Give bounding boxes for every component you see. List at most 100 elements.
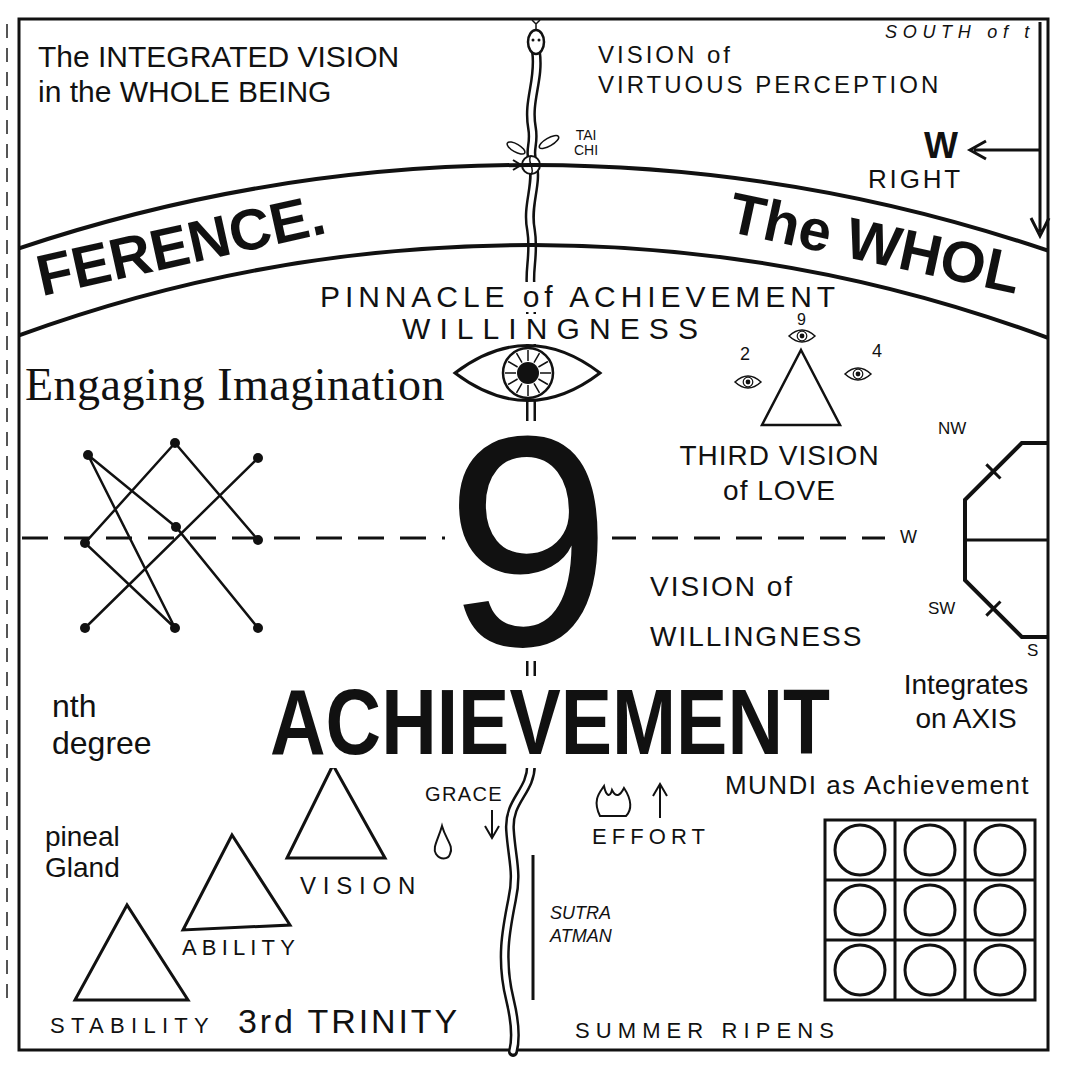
knight-dot <box>170 438 180 448</box>
annotation-label: 3rd TRINITY <box>238 1004 460 1038</box>
octagon-outline <box>965 443 1048 637</box>
annotation-label: 9 <box>445 421 612 661</box>
annotation-label: VISION of VIRTUOUS PERCEPTION <box>598 40 988 100</box>
shape-label: STABILITY <box>50 1015 215 1037</box>
leaf <box>505 140 526 157</box>
annotation-label-holder: TAI CHI <box>565 128 607 159</box>
annotation-label-holder: SOUTH of t <box>885 23 1035 41</box>
eye-symbol <box>735 376 761 388</box>
sutra-line <box>532 855 535 1000</box>
annotation-label-holder: EFFORT <box>592 826 710 848</box>
annotation-label: GRACE <box>425 784 503 804</box>
grid-circle <box>905 885 955 935</box>
octagon-ticks <box>986 464 1000 615</box>
annotation-label-holder: Integrates on AXIS <box>890 668 1042 735</box>
knight-dot <box>253 453 263 463</box>
eye-pupil <box>517 362 539 384</box>
effort-arrow <box>653 784 667 818</box>
grid-lines <box>825 820 1035 1000</box>
annotation-label: W <box>924 128 958 164</box>
shape-label-holder: STABILITY <box>50 1015 215 1037</box>
serpent-eye <box>532 39 535 42</box>
shape-label-holder: SW <box>928 600 955 617</box>
shape-label-holder: 2 <box>740 345 750 363</box>
diagram-title-holder: The INTEGRATED VISION in the WHOLE BEING <box>38 40 418 109</box>
knight-dot <box>80 538 90 548</box>
eye-symbol <box>845 368 871 380</box>
annotation-label-holder: Engaging Imagination <box>25 362 445 408</box>
eye-iris <box>797 331 807 341</box>
annotation-label: Engaging Imagination <box>25 362 445 408</box>
leaf <box>537 133 560 151</box>
grid-circle <box>975 945 1025 995</box>
trinity-triangle: STABILITY <box>48 900 223 1045</box>
knight-figure <box>80 438 263 633</box>
serpent-tongue <box>532 20 540 30</box>
knight-dot <box>80 623 90 633</box>
eye-pupil <box>856 372 861 377</box>
annotation-label: SUTRA ATMAN <box>550 902 635 949</box>
annotation-label-holder: PINNACLE of ACHIEVEMENT <box>320 282 840 312</box>
annotation-label: SUMMER RIPENS <box>575 1020 840 1042</box>
eye-pupil <box>800 334 805 339</box>
shape-label: 4 <box>872 342 882 360</box>
effort-flame <box>597 786 631 816</box>
serpent-eye <box>538 39 541 42</box>
shape-label-holder: VISION <box>300 874 422 898</box>
knight-lines <box>85 443 258 628</box>
triangle-outline <box>183 835 290 930</box>
frame <box>19 19 1048 1050</box>
shape-label-holder: W <box>900 528 917 546</box>
shape-label: W <box>900 528 917 546</box>
eye-outline <box>455 346 600 401</box>
grid-circle <box>975 885 1025 935</box>
annotation-label-holder: ACHIEVEMENT <box>270 676 940 768</box>
shape-label-holder: 4 <box>872 342 882 360</box>
grid-circle <box>835 825 885 875</box>
eye-iris <box>743 377 753 387</box>
grid-circle <box>975 825 1025 875</box>
eye-iris <box>853 369 863 379</box>
annotation-label: WILLINGNESS <box>402 314 707 344</box>
annotation-label-holder: W <box>924 128 958 164</box>
mundi-grid <box>825 820 1035 1000</box>
shape-label: NW <box>938 420 966 437</box>
knight-dot <box>253 535 263 545</box>
shape-label-holder: S <box>1027 642 1038 659</box>
annotation-label: ACHIEVEMENT <box>270 676 830 768</box>
shape-label: S <box>1027 642 1038 659</box>
annotation-label: RIGHT <box>868 166 963 192</box>
shape-label-holder: 9 <box>797 312 806 328</box>
annotation-label-holder: THIRD VISION of LOVE <box>672 438 887 508</box>
annotation-label-holder: nth degree <box>52 688 172 762</box>
annotation-label: SOUTH of t <box>885 23 1035 41</box>
annotation-label-holder: 9 <box>445 421 612 661</box>
annotation-label-holder: 3rd TRINITY <box>238 1004 460 1038</box>
eye-iris-rays <box>505 350 551 396</box>
eye-symbol <box>789 330 815 342</box>
knight-dot <box>253 623 263 633</box>
triangle-outline <box>762 350 840 425</box>
grid-circle <box>835 945 885 995</box>
eye-triangle-outline <box>728 300 888 430</box>
annotation-label: MUNDI as Achievement <box>725 772 1030 798</box>
annotation-label-holder: VISION of WILLINGNESS <box>650 562 880 663</box>
compass-arrow <box>970 141 1040 159</box>
scan-marks <box>6 24 8 1000</box>
diagram-title: The INTEGRATED VISION in the WHOLE BEING <box>38 40 418 109</box>
compass-octagon: NW W SW S <box>893 415 1048 665</box>
shape-label: ABILITY <box>182 937 300 959</box>
shape-label-holder: ABILITY <box>182 937 300 959</box>
grid-circle <box>905 825 955 875</box>
band-arcs <box>19 165 1048 338</box>
eye-pupil <box>746 380 751 385</box>
shape-label-holder: NW <box>938 420 966 437</box>
eye-outline <box>735 376 761 388</box>
eye-outline <box>845 368 871 380</box>
annotation-label: pineal Gland <box>45 822 155 884</box>
annotation-label: TAI CHI <box>565 128 607 159</box>
annotation-label: EFFORT <box>592 826 710 848</box>
annotation-label-holder: WILLINGNESS <box>402 314 707 344</box>
annotation-label-holder: SUMMER RIPENS <box>575 1020 840 1042</box>
